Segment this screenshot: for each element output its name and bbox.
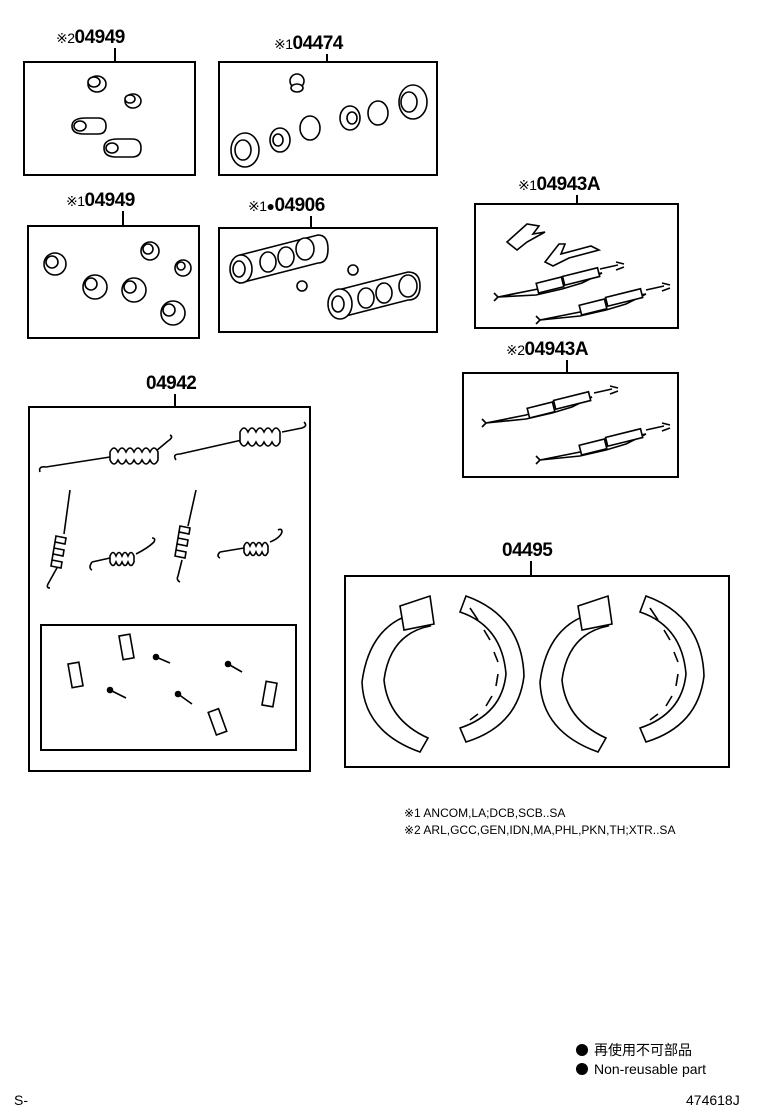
- kit-code: 04906: [274, 195, 325, 216]
- kit-code: 04943A: [536, 174, 601, 195]
- leader-line: [310, 216, 312, 228]
- kit-prefix: ※1●: [248, 198, 275, 214]
- kit-code: 04949: [84, 190, 136, 211]
- kit-label-04943A-s2[interactable]: ※204943A: [506, 339, 589, 360]
- cup-set-group: [43, 241, 192, 326]
- applicability-note-2: ※2 ARL,GCC,GEN,IDN,MA,PHL,PKN,TH;XTR..SA: [404, 823, 676, 837]
- kit-prefix: ※2: [506, 342, 525, 358]
- leader-line: [530, 561, 532, 576]
- kit-label-04942[interactable]: 04942: [146, 373, 197, 394]
- leader-line: [122, 211, 124, 226]
- non-reusable-dot-icon: [576, 1063, 588, 1075]
- leader-line: [114, 48, 116, 62]
- hold-down-group: [67, 633, 278, 737]
- leader-line: [576, 195, 578, 204]
- cylinder-assembly-group: [229, 234, 421, 320]
- kit-label-04495[interactable]: 04495: [502, 540, 553, 561]
- legend-ja-text: 再使用不可部品: [594, 1042, 692, 1058]
- cup-part-group: [71, 75, 142, 158]
- wheel-cylinder-kit-group: [230, 73, 428, 168]
- footer-left-code: S-: [14, 1092, 28, 1108]
- adjuster-group: [493, 223, 671, 325]
- non-reusable-dot-icon: [576, 1044, 588, 1056]
- kit-prefix: ※2: [56, 30, 75, 46]
- kit-box-04941[interactable]: [40, 624, 297, 751]
- kit-code: 04495: [502, 540, 553, 561]
- kit-box-04943A-s1[interactable]: [474, 203, 679, 329]
- legend-ja: 再使用不可部品: [576, 1040, 692, 1060]
- kit-code: 04942: [146, 373, 197, 394]
- legend-en: Non-reusable part: [576, 1061, 706, 1077]
- brake-shoe-group: [361, 594, 705, 753]
- kit-prefix: ※1: [274, 36, 293, 52]
- leader-line: [174, 394, 176, 407]
- footer-figure-number: 474618J: [686, 1092, 740, 1108]
- adjuster-group: [481, 385, 671, 465]
- kit-prefix: ※1: [518, 177, 537, 193]
- kit-code: 04474: [292, 33, 344, 54]
- kit-label-04949-s2[interactable]: ※204949: [56, 28, 125, 47]
- kit-label-04906[interactable]: ※1●04906: [248, 196, 325, 215]
- kit-box-04943A-s2[interactable]: [462, 372, 679, 478]
- leader-line: [326, 54, 328, 62]
- spring-group: [38, 421, 307, 589]
- kit-label-04943A-s1[interactable]: ※104943A: [518, 174, 601, 195]
- kit-label-04949-s1[interactable]: ※104949: [66, 191, 135, 210]
- legend-en-text: Non-reusable part: [594, 1061, 707, 1077]
- kit-code: 04943A: [524, 339, 589, 360]
- kit-code: 04949: [74, 27, 126, 48]
- applicability-note-1: ※1 ANCOM,LA;DCB,SCB..SA: [404, 806, 566, 820]
- kit-label-04474[interactable]: ※104474: [274, 34, 343, 53]
- leader-line: [566, 360, 568, 373]
- kit-prefix: ※1: [66, 193, 85, 209]
